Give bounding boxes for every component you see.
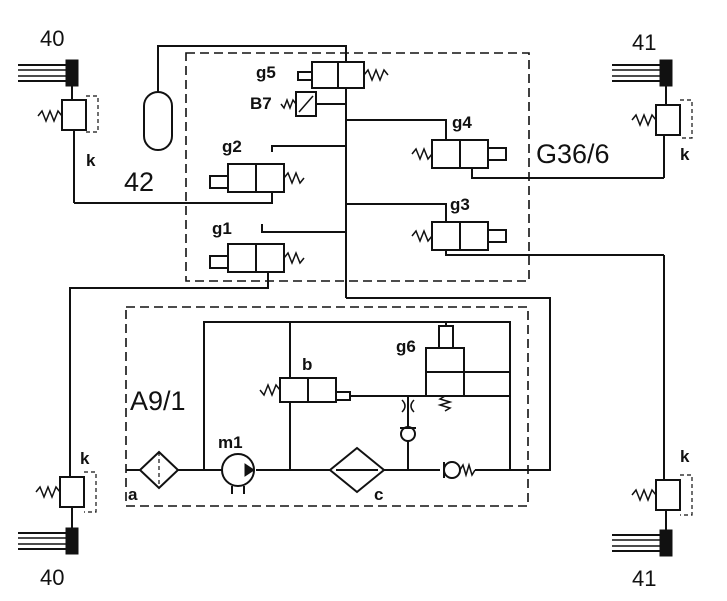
valve-g4	[411, 139, 507, 169]
label-k-top-right: k	[680, 145, 690, 164]
label-pump-unit: A9/1	[130, 386, 186, 416]
valve-b	[259, 377, 351, 403]
filter-a	[138, 450, 180, 490]
pump-m1	[221, 453, 255, 494]
label-g6: g6	[396, 337, 416, 356]
label-valve-unit: G36/6	[536, 139, 610, 169]
label-cyl-40-bottom: 40	[40, 565, 64, 590]
label-cyl-41-top: 41	[632, 30, 656, 55]
label-m1: m1	[218, 433, 243, 452]
label-g2: g2	[222, 137, 242, 156]
spring-check-valve	[443, 461, 510, 479]
label-k-bottom-right: k	[680, 447, 690, 466]
valve-g5	[297, 61, 389, 89]
label-b7: B7	[250, 94, 272, 113]
valve-unit-boundary	[185, 52, 530, 282]
check-valve-k-bottom-left	[35, 296, 97, 528]
valve-g6	[425, 325, 465, 412]
label-k-bottom-left: k	[80, 449, 90, 468]
valve-g1	[209, 243, 305, 273]
throttle-check	[400, 399, 416, 442]
label-g3: g3	[450, 195, 470, 214]
check-valve-k-top-left	[37, 95, 99, 203]
cooler-c	[328, 446, 386, 494]
label-k-top-left: k	[86, 151, 96, 170]
label-b: b	[302, 355, 312, 374]
check-valve-k-bottom-right	[631, 255, 693, 530]
label-a: a	[128, 485, 138, 504]
accumulator-42	[143, 45, 347, 151]
label-g1: g1	[212, 219, 232, 238]
label-c: c	[374, 485, 383, 504]
label-cyl-41-bottom: 41	[632, 566, 656, 591]
pump-unit-boundary	[125, 306, 529, 507]
label-accumulator-42: 42	[124, 167, 154, 197]
valve-g3	[411, 221, 507, 251]
cylinder-40-bottom-left	[18, 527, 79, 555]
valve-g2	[209, 163, 305, 193]
cylinder-41-top-right	[612, 59, 673, 105]
cylinder-40-top-left	[18, 59, 79, 100]
label-g5: g5	[256, 63, 276, 82]
valve-unit-lines	[69, 88, 664, 471]
check-valve-k-top-right	[631, 99, 693, 178]
label-g4: g4	[452, 113, 472, 132]
label-cyl-40-top: 40	[40, 26, 64, 51]
sensor-b7	[280, 91, 317, 117]
cylinder-41-bottom-right	[612, 529, 673, 557]
